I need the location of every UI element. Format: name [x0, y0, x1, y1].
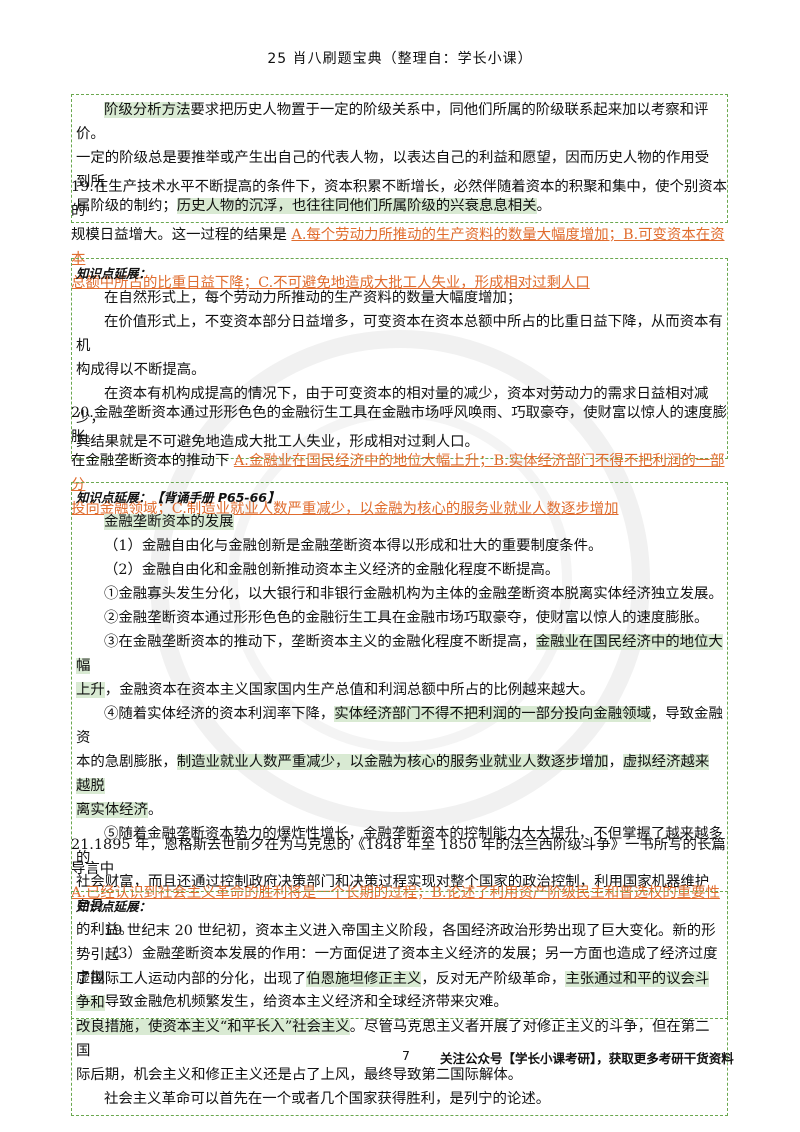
knowledge-label: 知识点延展：	[76, 266, 152, 281]
question-20: 20.金融垄断资本通过形形色色的金融衍生工具在金融市场呼风唤雨、巧取豪夺，使财富…	[71, 405, 728, 517]
q20-answer: A.金融业在国民经济中的地位大幅上升；B.实体经济部门不得不把利润的一部分	[71, 453, 725, 493]
knowledge-box-3: 知识点延展：【背诵手册 P65-66】 金融垄断资本的发展 （1）金融自由化与金…	[71, 482, 728, 1019]
question-19: 19.在生产技术水平不断提高的条件下，资本积累不断增长，必然伴随着资本的积聚和集…	[71, 179, 728, 291]
footer-promo: 关注公众号【学长小课考研】，获取更多考研干货资料	[440, 1051, 734, 1066]
box1-line2: 一定的阶级总是要推举或产生出自己的代表人物，以表达自己的利益和愿望，因而历史人物…	[76, 150, 710, 190]
reference-tag: 【背诵手册 P65-66】	[151, 490, 280, 505]
box1-line3: 属阶级的制约；历史人物的沉浮，也往往同他们所属阶级的兴衰息息相关。	[76, 198, 551, 214]
box1-line1: 阶级分析方法要求把历史人物置于一定的阶级关系中，同他们所属的阶级联系起来加以考察…	[76, 102, 709, 142]
knowledge-box-4: 知识点延展： 19 世纪末 20 世纪初，资本主义进入帝国主义阶段，各国经济政治…	[71, 891, 728, 1116]
question-21: 21.1895 年，恩格斯去世前夕在为马克思的《1848 年至 1850 年的法…	[71, 837, 726, 901]
page-number: 7	[402, 1048, 410, 1063]
q21-answer: A.已经认识到社会主义革命的胜利将是一个长期的过程；B.论述了利用资产阶级民主和…	[71, 885, 720, 901]
section-title: 金融垄断资本的发展	[104, 514, 234, 530]
knowledge-box-2: 知识点延展： 在自然形式上，每个劳动力所推动的生产资料的数量大幅度增加； 在价值…	[71, 258, 728, 459]
knowledge-box-1: 阶级分析方法要求把历史人物置于一定的阶级关系中，同他们所属的阶级联系起来加以考察…	[71, 94, 728, 223]
q19-answer: A.每个劳动力所推动的生产资料的数量大幅度增加；B.可变资本在资本	[71, 227, 725, 267]
page-header: 25 肖八刷题宝典（整理自：学长小课）	[267, 51, 533, 67]
